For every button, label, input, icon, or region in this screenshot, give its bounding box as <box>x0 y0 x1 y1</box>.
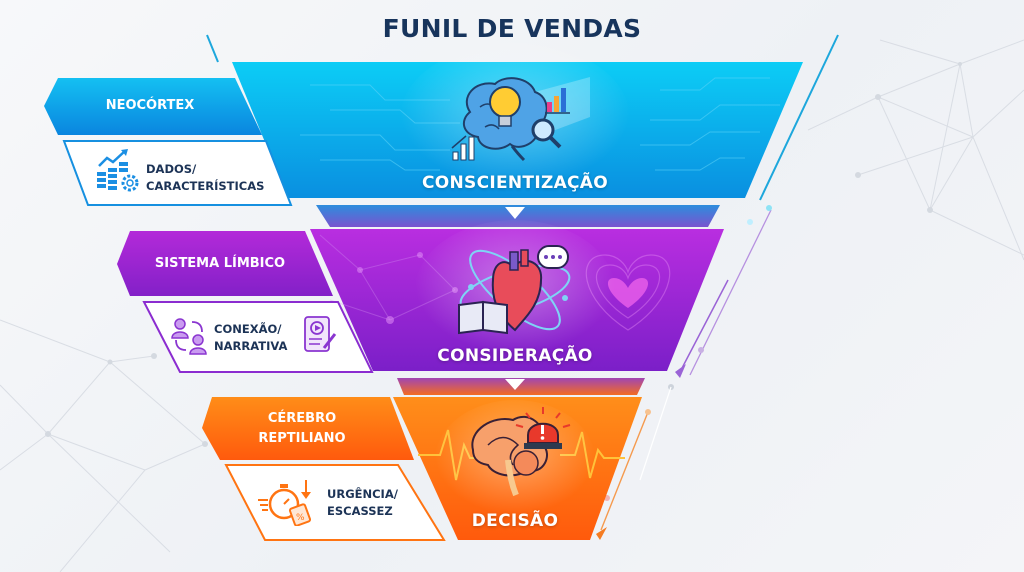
description-box-urgencia-bg <box>224 464 446 541</box>
script-play-pen-icon <box>304 316 337 352</box>
chevron-down-icon <box>505 207 525 219</box>
brain-area-label-neocortex-bg <box>44 78 262 135</box>
description-box-dados-bg <box>62 140 293 206</box>
heart-book-chat-atom-icon <box>458 245 571 335</box>
svg-text:%: % <box>296 513 305 523</box>
stage-title-decisao: DECISÃO <box>471 511 559 531</box>
description-line1: URGÊNCIA/ <box>327 487 398 501</box>
brain-area-line1: CÉREBRO <box>267 411 337 426</box>
chevron-down-icon <box>505 379 525 390</box>
description-line2: ESCASSEZ <box>327 504 393 518</box>
stage-title-consideracao: CONSIDERAÇÃO <box>437 346 593 366</box>
brain-area-neocortex: NEOCÓRTEX <box>105 98 195 113</box>
description-line2: CARACTERÍSTICAS <box>146 179 265 193</box>
page-title: FUNIL DE VENDAS <box>382 14 642 43</box>
description-line1: DADOS/ <box>146 162 197 176</box>
stopwatch-discount-tag-icon: % <box>258 480 312 526</box>
brain-area-label-limbico-bg <box>117 231 333 296</box>
brain-area-label-reptiliano-bg <box>202 397 414 460</box>
heart-icon <box>607 278 649 308</box>
description-line1: CONEXÃO/ <box>214 322 282 336</box>
brain-alarm-heartbeat-icon <box>471 407 571 497</box>
description-line2: NARRATIVA <box>214 339 288 353</box>
brain-area-cerebro-reptiliano: CÉREBRO REPTILIANO <box>212 409 392 449</box>
description-dados-caracteristicas: DADOS/ CARACTERÍSTICAS <box>146 161 264 195</box>
brain-area-sistema-limbico: SISTEMA LÍMBICO <box>154 256 286 271</box>
people-exchange-icon <box>171 318 207 355</box>
description-urgencia-escassez: URGÊNCIA/ ESCASSEZ <box>327 486 398 520</box>
data-chart-gear-icon <box>97 149 139 192</box>
brain-lightbulb-magnifier-charts-icon <box>451 77 590 162</box>
stage-title-conscientizacao: CONSCIENTIZAÇÃO <box>421 173 609 193</box>
brain-area-line2: REPTILIANO <box>258 431 346 446</box>
description-conexao-narrativa: CONEXÃO/ NARRATIVA <box>214 321 287 355</box>
